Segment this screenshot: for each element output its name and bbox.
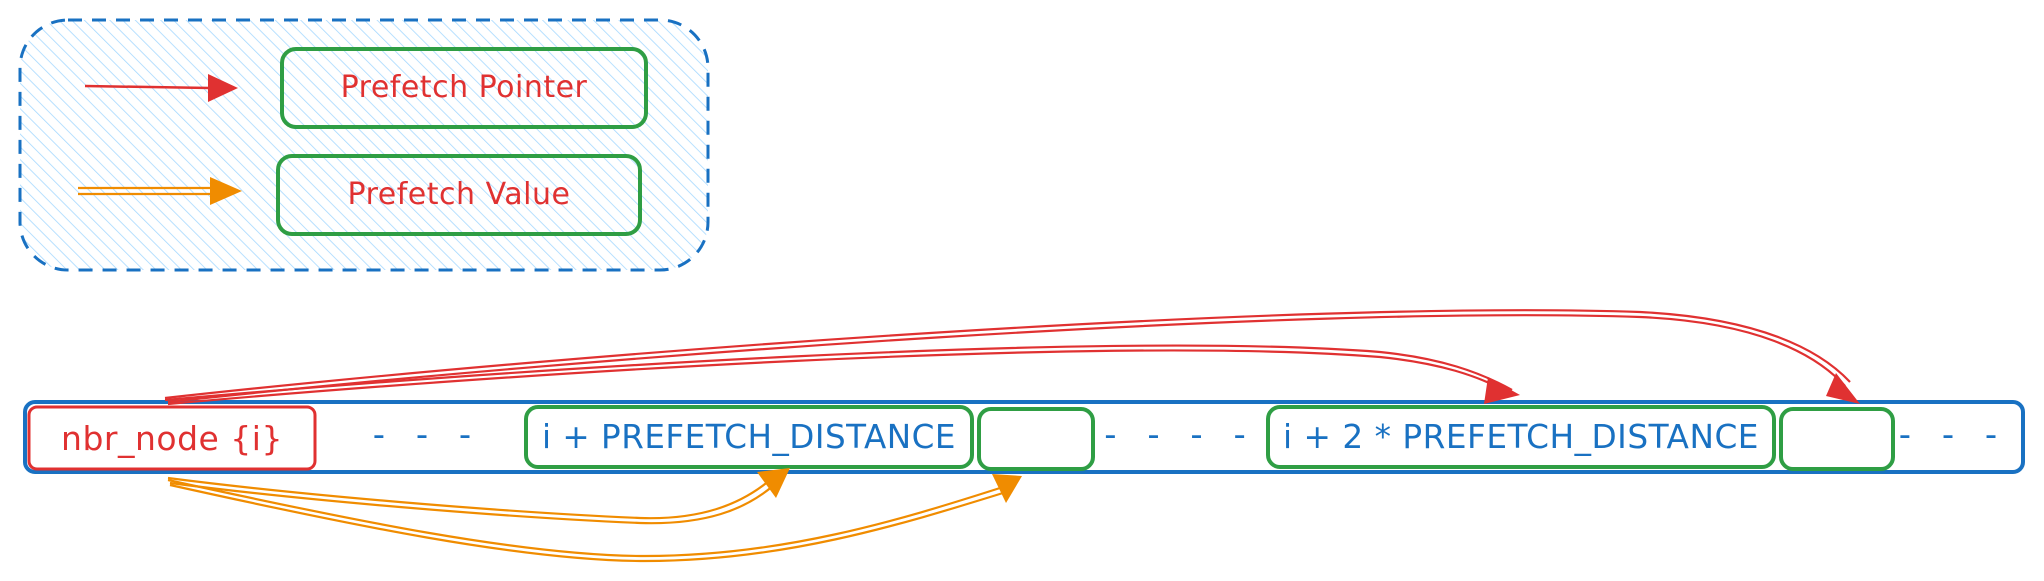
legend-value-arrow — [78, 177, 242, 205]
gap-dashes-3: - - - — [1899, 415, 2007, 455]
distance-1-target-cell — [977, 407, 1095, 471]
gap-dashes-1: - - - — [373, 415, 481, 455]
value-arrow-to-target-1 — [167, 474, 1022, 563]
distance-2-cell-box — [1266, 405, 1776, 469]
legend-value-box — [276, 154, 642, 236]
legend-value-label: Prefetch Value — [348, 177, 571, 212]
distance-1-cell-label: i + PREFETCH_DISTANCE — [542, 417, 956, 456]
distance-2-target-cell — [1779, 407, 1895, 471]
prefetch-pointer-arrows — [164, 309, 1860, 406]
pointer-arrow-to-target-2 — [164, 309, 1860, 404]
distance-1-cell-box — [524, 405, 974, 469]
legend-pointer-box — [280, 47, 648, 129]
pointer-arrow-to-distance-2 — [164, 344, 1520, 406]
distance-2-cell-label: i + 2 * PREFETCH_DISTANCE — [1283, 417, 1759, 456]
array-outline — [23, 400, 2025, 474]
legend-pointer-arrow — [84, 74, 238, 102]
legend-background — [18, 18, 710, 272]
array-strip: nbr_node {i} - - - i + PREFETCH_DISTANCE… — [23, 400, 2025, 474]
start-cell-label: nbr_node {i} — [61, 419, 283, 458]
legend-pointer-label: Prefetch Pointer — [341, 70, 588, 105]
value-arrow-to-distance-1 — [167, 468, 790, 525]
prefetch-value-arrows — [167, 468, 1022, 563]
start-cell-box — [27, 405, 317, 471]
legend: Prefetch Pointer Prefetch Value — [18, 18, 710, 272]
gap-dashes-2: - - - - — [1104, 415, 1256, 455]
